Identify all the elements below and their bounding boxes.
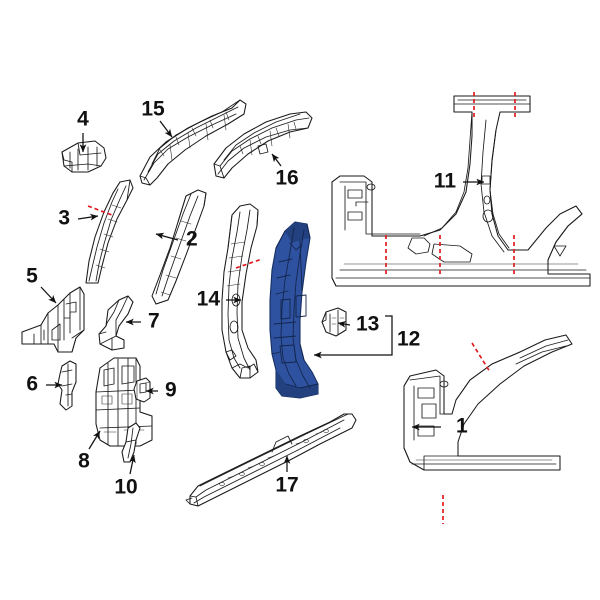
callout-label-12: 12 bbox=[397, 328, 420, 351]
callout-label-14: 14 bbox=[197, 288, 221, 311]
leader-5 bbox=[40, 286, 57, 304]
part-5-cowl-side-panel[interactable] bbox=[21, 286, 85, 353]
callout-label-16: 16 bbox=[275, 167, 298, 190]
leader-3 bbox=[77, 213, 99, 221]
part-17-rocker-panel-reinforcement[interactable] bbox=[185, 413, 357, 507]
leader-12-bracket bbox=[313, 315, 393, 359]
callout-label-2: 2 bbox=[186, 228, 198, 251]
cut-mark-part-14 bbox=[235, 258, 263, 269]
part-11-body-side-outer-panel[interactable] bbox=[331, 95, 591, 287]
callout-label-13: 13 bbox=[356, 313, 379, 336]
part-3-a-pillar-upper-reinforcement[interactable] bbox=[85, 179, 134, 284]
cut-mark-part-1-a bbox=[471, 342, 491, 373]
leader-15 bbox=[159, 120, 173, 138]
leader-13 bbox=[337, 320, 351, 328]
leader-lines-group bbox=[40, 120, 485, 475]
callout-label-7: 7 bbox=[148, 310, 160, 333]
callout-label-3: 3 bbox=[58, 207, 70, 230]
part-14-center-pillar-inner-panel[interactable] bbox=[221, 203, 259, 379]
leader-8 bbox=[88, 430, 101, 450]
callout-label-8: 8 bbox=[78, 450, 90, 473]
leader-2 bbox=[155, 232, 179, 241]
callout-label-10: 10 bbox=[114, 476, 137, 499]
callout-label-4: 4 bbox=[77, 108, 89, 131]
callout-label-5: 5 bbox=[26, 265, 38, 288]
part-12-center-pillar-reinforcement-highlighted[interactable] bbox=[269, 221, 319, 399]
part-2-upper-roof-side-rail[interactable] bbox=[151, 189, 207, 305]
callout-label-6: 6 bbox=[26, 373, 38, 396]
callout-label-17: 17 bbox=[275, 474, 298, 497]
part-16-roof-side-rail-rear[interactable] bbox=[213, 111, 313, 179]
part-15-roof-side-rail-front[interactable] bbox=[139, 99, 247, 186]
part-7-hinge-pillar-gusset[interactable] bbox=[98, 295, 134, 351]
cut-marks-group bbox=[87, 92, 516, 524]
callout-label-1: 1 bbox=[456, 415, 468, 438]
part-13-center-pillar-small-bracket[interactable] bbox=[321, 307, 347, 337]
cut-mark-part-3 bbox=[87, 205, 113, 216]
part-9-small-reinforcement-plate[interactable] bbox=[133, 377, 151, 403]
callout-label-9: 9 bbox=[165, 379, 177, 402]
callout-label-15: 15 bbox=[141, 98, 165, 121]
leader-16 bbox=[271, 153, 282, 167]
part-4-upper-bracket[interactable] bbox=[61, 140, 107, 173]
leader-10 bbox=[129, 454, 136, 475]
part-1-front-a-pillar-assembly[interactable] bbox=[403, 334, 573, 471]
callout-label-11: 11 bbox=[434, 170, 457, 193]
callout-labels-group: 1 2 3 4 5 6 7 8 9 10 11 12 13 14 15 16 1… bbox=[26, 98, 468, 499]
